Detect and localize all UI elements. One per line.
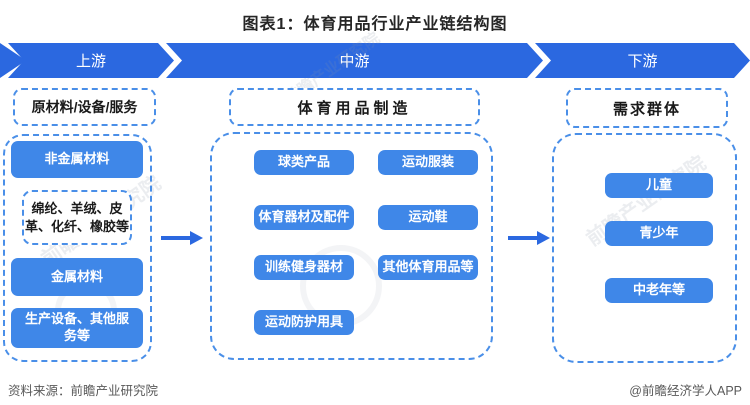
arrow-head (190, 231, 203, 245)
arrow-head (537, 231, 550, 245)
midstream-item-shoes: 运动鞋 (378, 205, 478, 230)
midstream-item-balls: 球类产品 (254, 150, 354, 175)
right-arrow-icon (161, 231, 203, 245)
midstream-item-equipment-parts: 体育器材及配件 (254, 205, 354, 230)
arrow-shaft (161, 236, 192, 240)
downstream-item-middle-aged: 中老年等 (605, 278, 713, 303)
upstream-item-equipment: 生产设备、其他服务等 (11, 308, 143, 348)
banner-segment-midstream: 中游 (166, 43, 543, 78)
credit-note: @前瞻经济学人APP (629, 384, 742, 398)
upstream-container (3, 134, 152, 362)
upstream-item-metal: 金属材料 (11, 258, 143, 296)
downstream-container (552, 133, 737, 363)
upstream-item-materials-detail: 绵纶、羊绒、皮革、化纤、橡胶等 (22, 190, 132, 245)
chart-title: 图表1：体育用品行业产业链结构图 (242, 16, 508, 33)
midstream-item-others: 其他体育用品等 (378, 255, 478, 280)
stage-banner: 上游 中游 下游 (0, 43, 750, 78)
downstream-item-children: 儿童 (605, 173, 713, 198)
banner-segment-upstream: 上游 (8, 43, 174, 78)
midstream-item-fitness: 训练健身器材 (254, 255, 354, 280)
source-note: 资料来源：前瞻产业研究院 (8, 384, 159, 398)
midstream-header: 体育用品制造 (229, 88, 480, 126)
upstream-item-nonmetal: 非金属材料 (11, 141, 143, 178)
right-arrow-icon (508, 231, 550, 245)
upstream-header: 原材料/设备/服务 (13, 88, 156, 126)
arrow-shaft (508, 236, 539, 240)
downstream-item-teenagers: 青少年 (605, 221, 713, 246)
midstream-item-sportswear: 运动服装 (378, 150, 478, 175)
banner-segment-downstream: 下游 (535, 43, 750, 78)
midstream-item-protective: 运动防护用具 (254, 310, 354, 335)
downstream-header: 需求群体 (566, 88, 728, 128)
midstream-container (210, 132, 493, 360)
